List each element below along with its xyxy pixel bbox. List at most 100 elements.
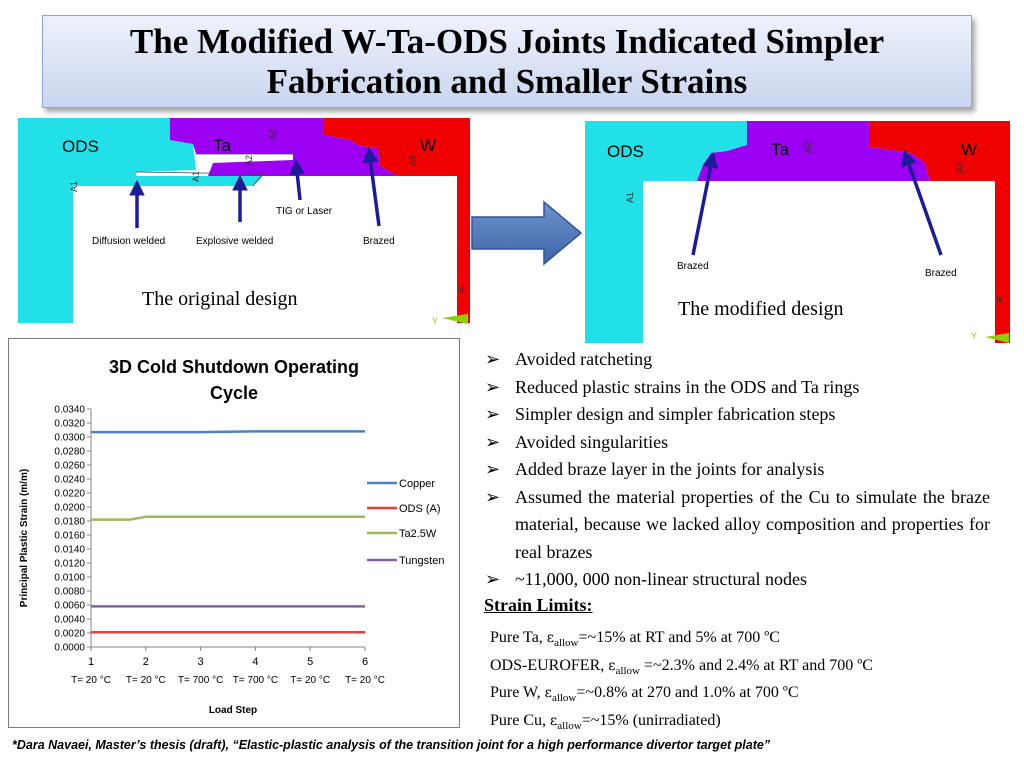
strain-limit-row: Pure W, εallow=~0.8% at 270 and 1.0% at … [490,682,873,710]
original-a3-label: A3 [408,155,418,166]
bullet-text: Avoided ratcheting [515,349,653,369]
y-tick-label: 0.0240 [54,475,85,486]
ta-region [170,118,398,176]
original-a1-label: A1 [69,181,79,192]
bullet-arrow-icon: ➢ [485,431,501,452]
original-y-label: Y [432,316,438,326]
strain-limit-row: Pure Cu, εallow=~15% (unirradiated) [490,710,873,738]
title-line-1: The Modified W-Ta-ODS Joints Indicated S… [129,21,885,61]
x-sub-label: T= 700 °C [178,675,223,686]
original-a2b-label: A2 [244,155,254,166]
w-region [323,118,470,323]
bullet-text: Simpler design and simpler fabrication s… [515,404,836,424]
bullet-arrow-icon: ➢ [485,486,501,507]
chart-title: Cycle [210,383,258,403]
original-x-label: X [458,285,465,296]
bullet-item: ➢Reduced plastic strains in the ODS and … [484,374,990,402]
modified-x-label: X [996,295,1003,306]
bullet-item: ➢ Assumed the material properties of the … [484,484,990,567]
bullet-text: Added braze layer in the joints for anal… [515,459,825,479]
bullet-item: ➢ Added braze layer in the joints for ana… [484,456,990,484]
strain-limit-material: Pure Ta, [490,629,547,646]
bullet-arrow-icon: ➢ [485,459,501,479]
strain-limits-title: Strain Limits: [484,595,593,615]
modified-a1-label: A1 [625,192,635,203]
allow-subscript: allow [615,664,640,677]
bullet-item: ➢ Avoided singularities [484,429,990,457]
modified-caption: The modified design [678,298,844,320]
explosive-welded-label: Explosive welded [196,236,273,247]
strain-limit-row: Pure Ta, εallow=~15% at RT and 5% at 700… [490,627,873,655]
allow-subscript: allow [554,637,579,650]
modified-ta-label: Ta [771,140,790,159]
strain-limit-value: =~15% (unirradiated) [581,712,721,730]
title-banner: The Modified W-Ta-ODS Joints Indicated S… [42,15,972,108]
allow-subscript: allow [557,720,582,733]
epsilon-symbol: ε [546,630,555,646]
y-tick-label: 0.0300 [54,433,85,444]
bullet-text: Avoided singularities [515,431,669,452]
modified-a3-label: A3 [955,162,965,173]
strain-limit-row: ODS-EUROFER, εallow =~2.3% and 2.4% at R… [490,655,873,683]
y-tick-label: 0.0160 [54,531,85,542]
strain-limit-material: Pure W, [490,684,545,702]
y-tick-label: 0.0120 [54,559,85,570]
strain-limit-value: =~15% at RT and 5% at 700 ºC [578,629,780,646]
diffusion-welded-label: Diffusion welded [92,236,165,247]
x-tick-label: 5 [307,656,313,668]
series-line-copper [91,430,365,434]
original-design-figure: ODS Ta W A1 A1 A2 A2 A3 X Y Diffusion we… [18,118,470,328]
original-caption: The original design [142,288,298,310]
x-tick-label: 4 [252,656,258,668]
y-tick-label: 0.0140 [54,545,85,556]
bullet-text: Assumed the material properties of the C… [515,486,990,562]
x-sub-label: T= 20 °C [126,675,166,686]
legend-label: ODS (A) [399,503,441,515]
bullet-list: ➢ Avoided ratcheting ➢Reduced plastic stra… [484,346,990,594]
y-tick-label: 0.0260 [54,461,85,472]
ods-region [18,118,196,323]
epsilon-symbol: ε [550,713,558,730]
y-tick-label: 0.0020 [54,629,85,640]
y-tick-label: 0.0340 [54,405,85,416]
bullet-item: ➢Simpler design and simpler fabrication … [484,401,990,429]
original-w-label: W [420,136,436,155]
modified-a2-label: A2 [803,142,813,153]
y-tick-label: 0.0060 [54,601,85,612]
bullet-arrow-icon: ➢ [485,349,501,369]
modified-brazed-right-label: Brazed [925,268,957,279]
y-tick-label: 0.0040 [54,615,85,626]
y-tick-label: 0.0180 [54,517,85,528]
modified-brazed-left-label: Brazed [677,261,709,272]
modified-ta-region [697,121,930,181]
y-tick-label: 0.0280 [54,447,85,458]
strain-limit-value: =~0.8% at 270 and 1.0% at 700 ºC [576,684,799,702]
strain-chart: 3D Cold Shutdown OperatingCycle0.00000.0… [19,357,444,716]
allow-subscript: allow [551,692,577,705]
bullet-arrow-icon: ➢ [485,376,501,397]
modified-w-label: W [961,140,977,159]
y-tick-label: 0.0320 [54,419,85,430]
x-tick-label: 1 [88,656,94,668]
y-tick-label: 0.0200 [54,503,85,514]
brazed-label: Brazed [363,236,395,247]
legend-label: Copper [399,478,435,490]
modified-y-label: Y [971,331,977,341]
bullet-text: ~11,000, 000 non-linear structural nodes [515,569,808,589]
modified-w-region [870,121,1010,343]
series-line-ta2-5w [91,515,365,521]
x-tick-label: 6 [362,656,368,668]
footnote: *Dara Navaei, Master’s thesis (draft), “… [12,738,771,752]
legend-label: Ta2.5W [399,528,437,540]
tig-laser-label: TIG or Laser [276,206,333,217]
epsilon-symbol: ε [544,685,552,702]
original-ta-label: Ta [213,136,232,155]
strain-limit-material: ODS-EUROFER, [490,656,609,674]
modified-design-figure: ODS Ta W A1 A2 A3 X Y Brazed Brazed [585,121,1010,345]
title-line-2: Fabrication and Smaller Strains [266,61,748,101]
original-ods-label: ODS [62,137,99,156]
right-block-arrow [471,200,583,266]
bullet-item: ➢~11,000, 000 non-linear structural node… [484,566,990,594]
strain-limit-material: Pure Cu, [490,712,550,730]
legend-label: Tungsten [399,555,444,567]
